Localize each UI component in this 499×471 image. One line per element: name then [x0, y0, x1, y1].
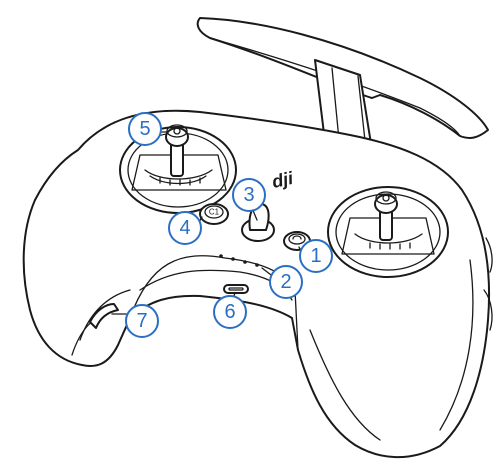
- callout-4: 4: [169, 212, 201, 244]
- c1-button-label: C1: [209, 208, 220, 217]
- callout-1: 1: [300, 240, 332, 272]
- usb-c-port: [224, 285, 248, 293]
- callout-5-label: 5: [139, 118, 150, 140]
- callout-7: 7: [126, 305, 158, 337]
- callout-4-label: 4: [179, 217, 190, 239]
- callout-3-label: 3: [243, 184, 254, 206]
- callout-1-label: 1: [310, 245, 321, 267]
- callout-7-label: 7: [136, 310, 147, 332]
- callout-6-label: 6: [224, 301, 235, 323]
- callout-3: 3: [233, 179, 265, 211]
- controller-body: [24, 111, 492, 457]
- callout-5: 5: [129, 113, 161, 145]
- c1-button[interactable]: C1: [200, 204, 228, 224]
- callout-2: 2: [270, 266, 302, 298]
- callout-2-label: 2: [280, 271, 291, 293]
- right-stick[interactable]: [328, 187, 448, 277]
- callout-6: 6: [214, 296, 246, 328]
